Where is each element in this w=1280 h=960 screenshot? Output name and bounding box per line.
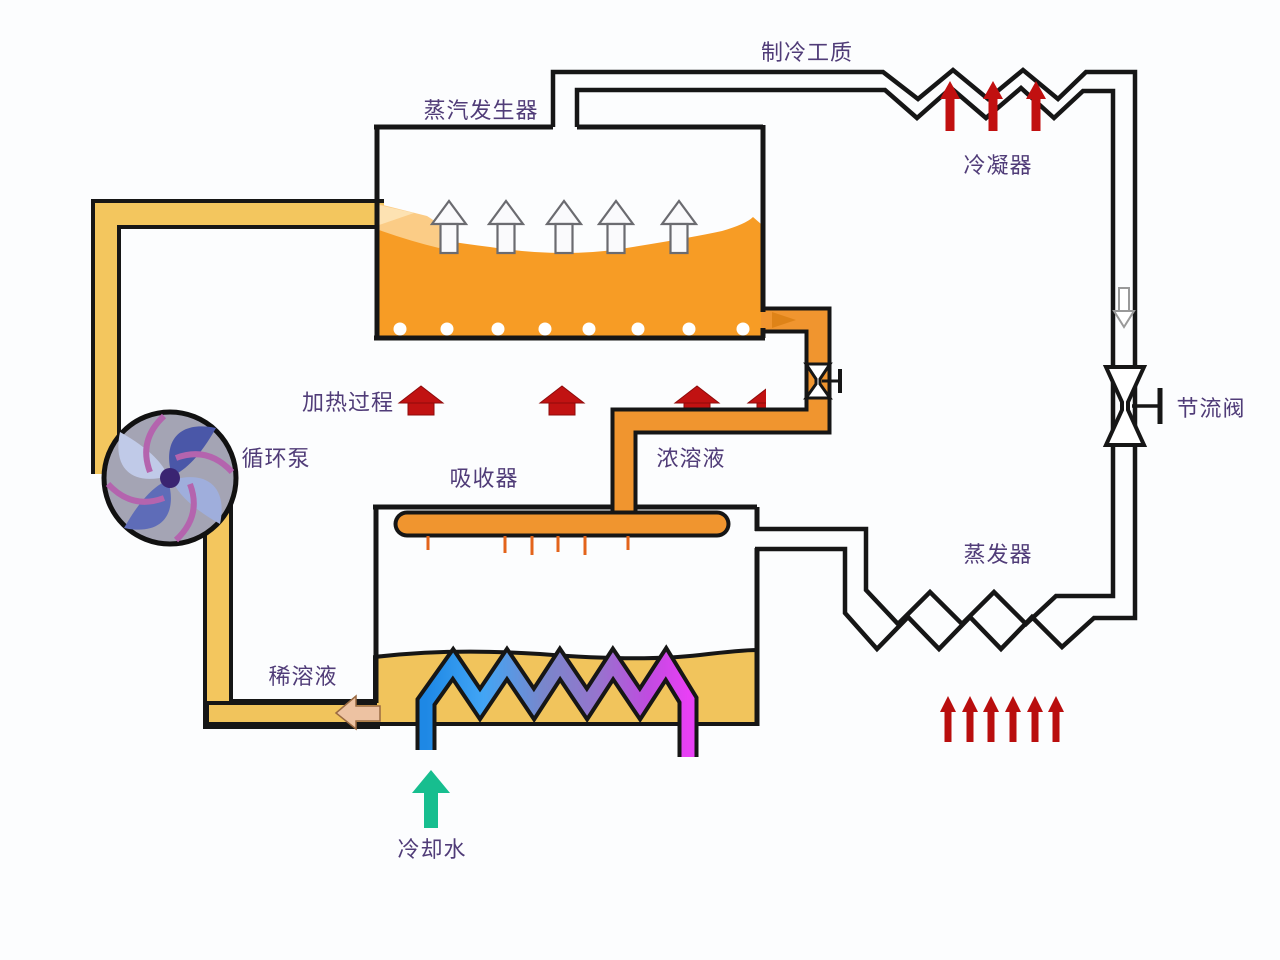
refrigerant-pipe-inner bbox=[574, 84, 1116, 628]
strong-solution-flow-arrow bbox=[772, 312, 796, 328]
circulation-pump bbox=[101, 409, 239, 547]
label-cooling-water: 冷却水 bbox=[397, 838, 466, 863]
label-strong-solution: 浓溶液 bbox=[656, 447, 725, 472]
steam-arrows bbox=[429, 199, 699, 255]
condenser-arrow-icon bbox=[940, 81, 960, 131]
steam-arrow-icon bbox=[659, 199, 699, 255]
refrigerant-pipe-outer bbox=[550, 67, 1138, 653]
spray-drips bbox=[426, 536, 630, 555]
label-throttle-valve: 节流阀 bbox=[1176, 397, 1245, 422]
heat-arrow-icon bbox=[538, 385, 586, 416]
diagram-labels: 制冷工质 蒸汽发生器 冷凝器 加热过程 循环泵 吸收器 浓溶液 节流阀 蒸发器 … bbox=[241, 41, 1245, 863]
label-weak-solution: 稀溶液 bbox=[268, 665, 337, 690]
condenser-arrow-icon bbox=[1026, 81, 1046, 131]
steam-generator bbox=[374, 124, 766, 341]
steam-arrow-icon bbox=[486, 199, 526, 255]
pipe-loop-interior bbox=[766, 330, 806, 410]
condenser-arrows bbox=[940, 81, 1046, 131]
generator-liquid bbox=[379, 217, 761, 336]
evaporator-arrow-icon bbox=[940, 696, 956, 742]
label-condenser: 冷凝器 bbox=[963, 154, 1032, 179]
label-absorber: 吸收器 bbox=[449, 467, 518, 492]
evaporator-arrow-icon bbox=[962, 696, 978, 742]
solution-valve-icon bbox=[803, 362, 842, 400]
generator-inlet-stream-highlight bbox=[379, 205, 414, 225]
evaporator-arrows bbox=[940, 696, 1064, 742]
steam-arrow-icon bbox=[596, 199, 636, 255]
label-refrigerant: 制冷工质 bbox=[761, 41, 853, 66]
evaporator-arrow-icon bbox=[983, 696, 999, 742]
weak-solution-flow-arrow bbox=[334, 694, 381, 731]
steam-arrow-icon bbox=[544, 199, 584, 255]
label-heating-process: 加热过程 bbox=[302, 391, 394, 416]
heat-arrow-icon bbox=[397, 385, 445, 416]
steam-arrow-icon bbox=[429, 199, 469, 255]
condenser-arrow-icon bbox=[983, 81, 1003, 131]
refrigerant-flow-arrow bbox=[1112, 287, 1136, 329]
pump-impeller bbox=[105, 413, 235, 543]
throttle-valve-icon bbox=[1102, 365, 1163, 447]
cooling-water-arrow bbox=[412, 770, 450, 828]
strong-solution-pipe bbox=[393, 306, 842, 555]
boiling-bubbles bbox=[393, 322, 750, 336]
label-circulation-pump: 循环泵 bbox=[241, 447, 310, 472]
evaporator-arrow-icon bbox=[1048, 696, 1064, 742]
label-evaporator: 蒸发器 bbox=[963, 543, 1032, 568]
evaporator-arrow-icon bbox=[1027, 696, 1043, 742]
cooling-coil bbox=[415, 644, 699, 757]
evaporator-arrow-icon bbox=[1005, 696, 1021, 742]
refrigerant-pipe bbox=[550, 67, 1138, 653]
label-generator: 蒸汽发生器 bbox=[423, 99, 538, 124]
generator-box bbox=[374, 124, 766, 341]
